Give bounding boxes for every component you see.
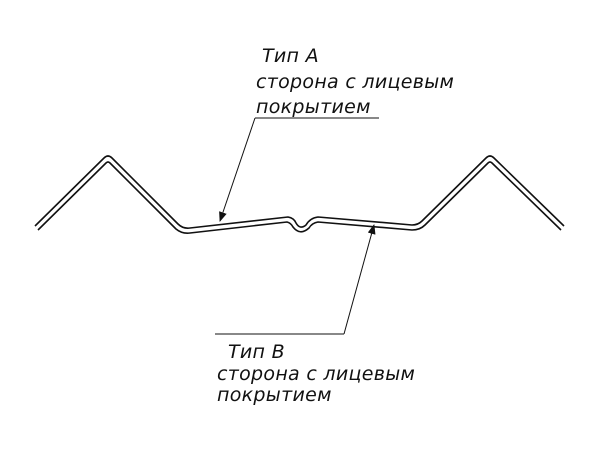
profile-outer-line <box>34 155 565 229</box>
type-a-line2: покрытием <box>256 96 371 118</box>
type-b-title: Тип В <box>228 341 285 363</box>
type-b-leader-arrow <box>343 224 376 335</box>
type-b-line1: сторона с лицевым <box>217 363 415 385</box>
type-a-line1: сторона с лицевым <box>256 71 454 93</box>
profile-inner-line <box>37 161 562 234</box>
type-b-line2: покрытием <box>217 384 332 406</box>
type-a-title: Тип А <box>262 45 319 67</box>
type-a-leader-arrow <box>219 117 256 222</box>
